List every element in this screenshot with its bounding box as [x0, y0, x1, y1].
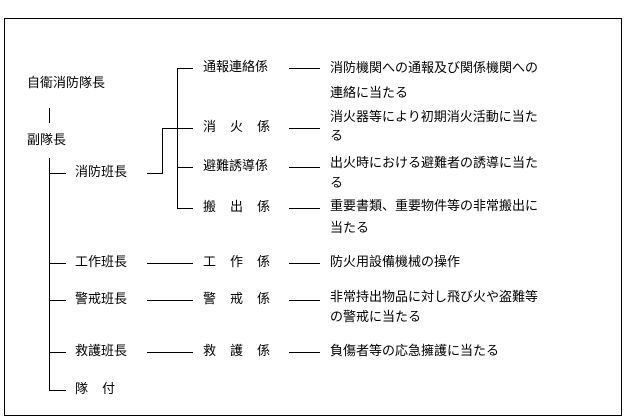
section-works: 工作係 — [203, 255, 285, 270]
connector — [289, 167, 320, 168]
connector — [177, 68, 178, 209]
connector — [49, 352, 66, 353]
section-guard: 警戒係 — [203, 292, 285, 307]
duty-text: 負傷者等の応急擁護に当たる — [330, 344, 500, 359]
leader-rescue: 救護班長 — [75, 344, 128, 359]
connector — [162, 128, 163, 174]
connector — [49, 173, 66, 174]
chief-label: 自衛消防隊長 — [27, 76, 106, 91]
duty-text: の警戒に当たる — [330, 310, 422, 325]
connector — [289, 68, 320, 69]
connector — [49, 108, 50, 123]
connector — [289, 300, 320, 301]
connector — [289, 263, 320, 264]
connector — [49, 390, 66, 391]
section-report: 通報連絡係 — [203, 60, 269, 75]
connector — [49, 263, 66, 264]
leader-guard: 警戒班長 — [75, 292, 128, 307]
connector — [289, 128, 320, 129]
duty-text: 消火器等により初期消火活動に当た — [330, 110, 538, 125]
duty-text: 出火時における避難者の誘導に当た — [330, 156, 539, 171]
connector — [147, 352, 193, 353]
duty-text: 消防機関への通報及び関係機関への — [330, 61, 539, 76]
connector — [177, 167, 193, 168]
leader-attached: 隊付 — [75, 382, 130, 397]
connector — [147, 300, 193, 301]
deputy-label: 副隊長 — [27, 133, 67, 148]
duty-text: る — [330, 176, 344, 191]
section-rescue: 救護係 — [203, 344, 285, 359]
duty-text: る — [330, 129, 344, 144]
connector — [177, 68, 193, 69]
section-evacuation: 避難誘導係 — [203, 159, 269, 174]
duty-text: 連絡に当たる — [330, 86, 409, 101]
duty-text: 当たる — [330, 221, 370, 236]
connector — [162, 128, 193, 129]
chart-frame — [4, 18, 622, 416]
connector — [147, 173, 162, 174]
leader-fire: 消防班長 — [75, 165, 128, 180]
connector — [49, 300, 66, 301]
leader-works: 工作班長 — [75, 255, 128, 270]
trunk-line — [49, 158, 50, 390]
duty-text: 非常持出物品に対し飛び火や盗難等 — [330, 290, 539, 305]
section-extinguish: 消火係 — [203, 120, 285, 135]
duty-text: 防火用設備機械の操作 — [330, 255, 461, 270]
connector — [289, 352, 320, 353]
section-carryout: 搬出係 — [203, 200, 285, 215]
connector — [177, 208, 193, 209]
connector — [147, 263, 193, 264]
duty-text: 重要書類、重要物件等の非常搬出に — [330, 199, 539, 214]
connector — [289, 208, 320, 209]
